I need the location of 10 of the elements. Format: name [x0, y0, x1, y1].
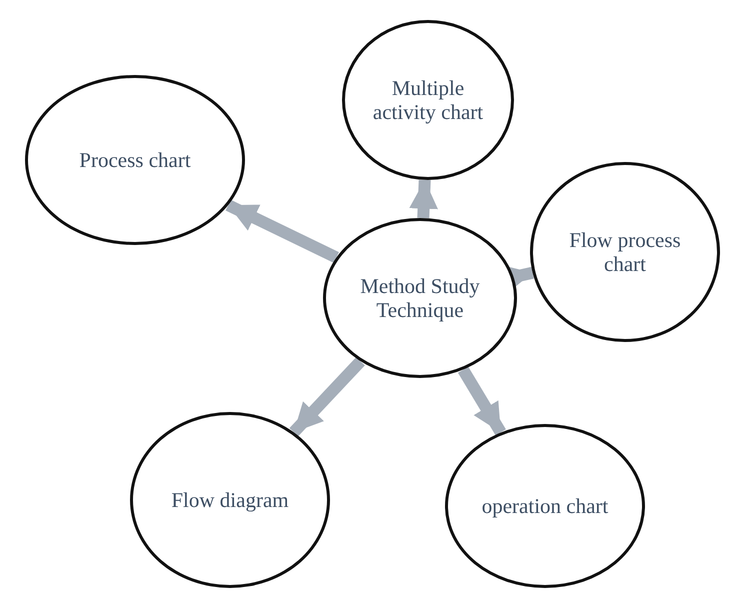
node-label: Process chart — [79, 148, 191, 172]
block-arrow — [458, 366, 506, 436]
block-arrow — [409, 180, 438, 218]
block-arrow — [289, 357, 365, 436]
node-label: operation chart — [482, 494, 608, 518]
node-label: Multiple activity chart — [372, 76, 484, 124]
block-arrow — [226, 200, 339, 263]
node-label: Method Study Technique — [359, 274, 481, 322]
node-label: Flow process chart — [568, 228, 682, 276]
node-label: Flow diagram — [171, 488, 289, 512]
